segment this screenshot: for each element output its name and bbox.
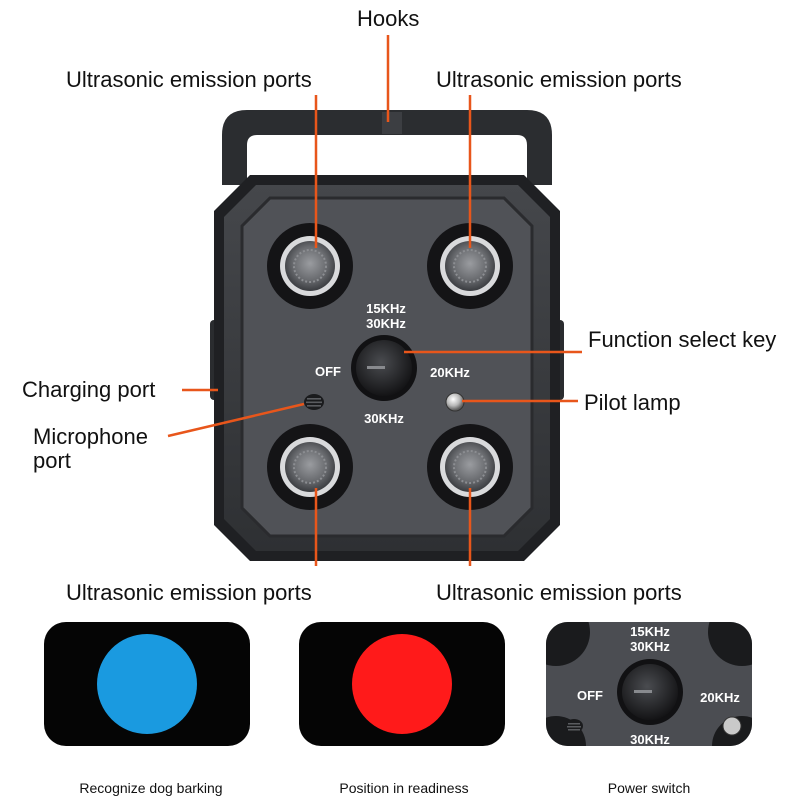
- label-ultrasonic-top-right: Ultrasonic emission ports: [436, 67, 682, 92]
- blue-indicator-light: [97, 634, 197, 734]
- closeup-dial-bottom: 30KHz: [630, 732, 670, 746]
- closeup-pilot-lamp: [722, 716, 742, 736]
- panel-blue-light: [44, 622, 250, 746]
- caption-position-in-readiness: Position in readiness: [339, 780, 469, 796]
- microphone-grille: [304, 394, 324, 410]
- closeup-dial-top-1: 15KHz: [630, 624, 670, 639]
- closeup-microphone-grille: [565, 719, 583, 733]
- panel-power-switch: 15KHz 30KHz OFF 20KHz 30KHz: [546, 622, 752, 746]
- label-ultrasonic-bottom-right: Ultrasonic emission ports: [436, 580, 682, 605]
- ultrasonic-sensor-top-right: [427, 223, 513, 309]
- power-switch-closeup: 15KHz 30KHz OFF 20KHz 30KHz: [546, 622, 752, 746]
- dial-label-top-1: 15KHz: [366, 301, 406, 316]
- dial-label-top-2: 30KHz: [366, 316, 406, 331]
- dial-label-bottom: 30KHz: [364, 411, 404, 426]
- red-indicator-light: [352, 634, 452, 734]
- label-hooks: Hooks: [357, 6, 420, 31]
- label-pilot-lamp: Pilot lamp: [584, 390, 681, 415]
- closeup-dial-top-2: 30KHz: [630, 639, 670, 654]
- caption-power-switch: Power switch: [607, 780, 691, 796]
- ultrasonic-sensor-bottom-right: [427, 424, 513, 510]
- label-ultrasonic-bottom-left: Ultrasonic emission ports: [66, 580, 312, 605]
- label-ultrasonic-top-left: Ultrasonic emission ports: [66, 67, 312, 92]
- caption-recognize-dog-barking: Recognize dog barking: [79, 780, 223, 796]
- function-select-knob[interactable]: [351, 335, 417, 401]
- ultrasonic-sensor-bottom-left: [267, 424, 353, 510]
- panel-red-light: [299, 622, 505, 746]
- ultrasonic-sensor-top-left: [267, 223, 353, 309]
- hook-handle: [222, 110, 552, 185]
- label-microphone-port: Microphone port: [33, 424, 148, 474]
- dial-label-20khz: 20KHz: [430, 365, 470, 380]
- label-charging-port: Charging port: [22, 377, 156, 402]
- closeup-dial-20khz: 20KHz: [700, 690, 740, 705]
- label-function-select-key: Function select key: [588, 327, 777, 352]
- pilot-lamp: [445, 392, 465, 412]
- closeup-dial-off: OFF: [577, 688, 603, 703]
- dial-label-off: OFF: [315, 364, 341, 379]
